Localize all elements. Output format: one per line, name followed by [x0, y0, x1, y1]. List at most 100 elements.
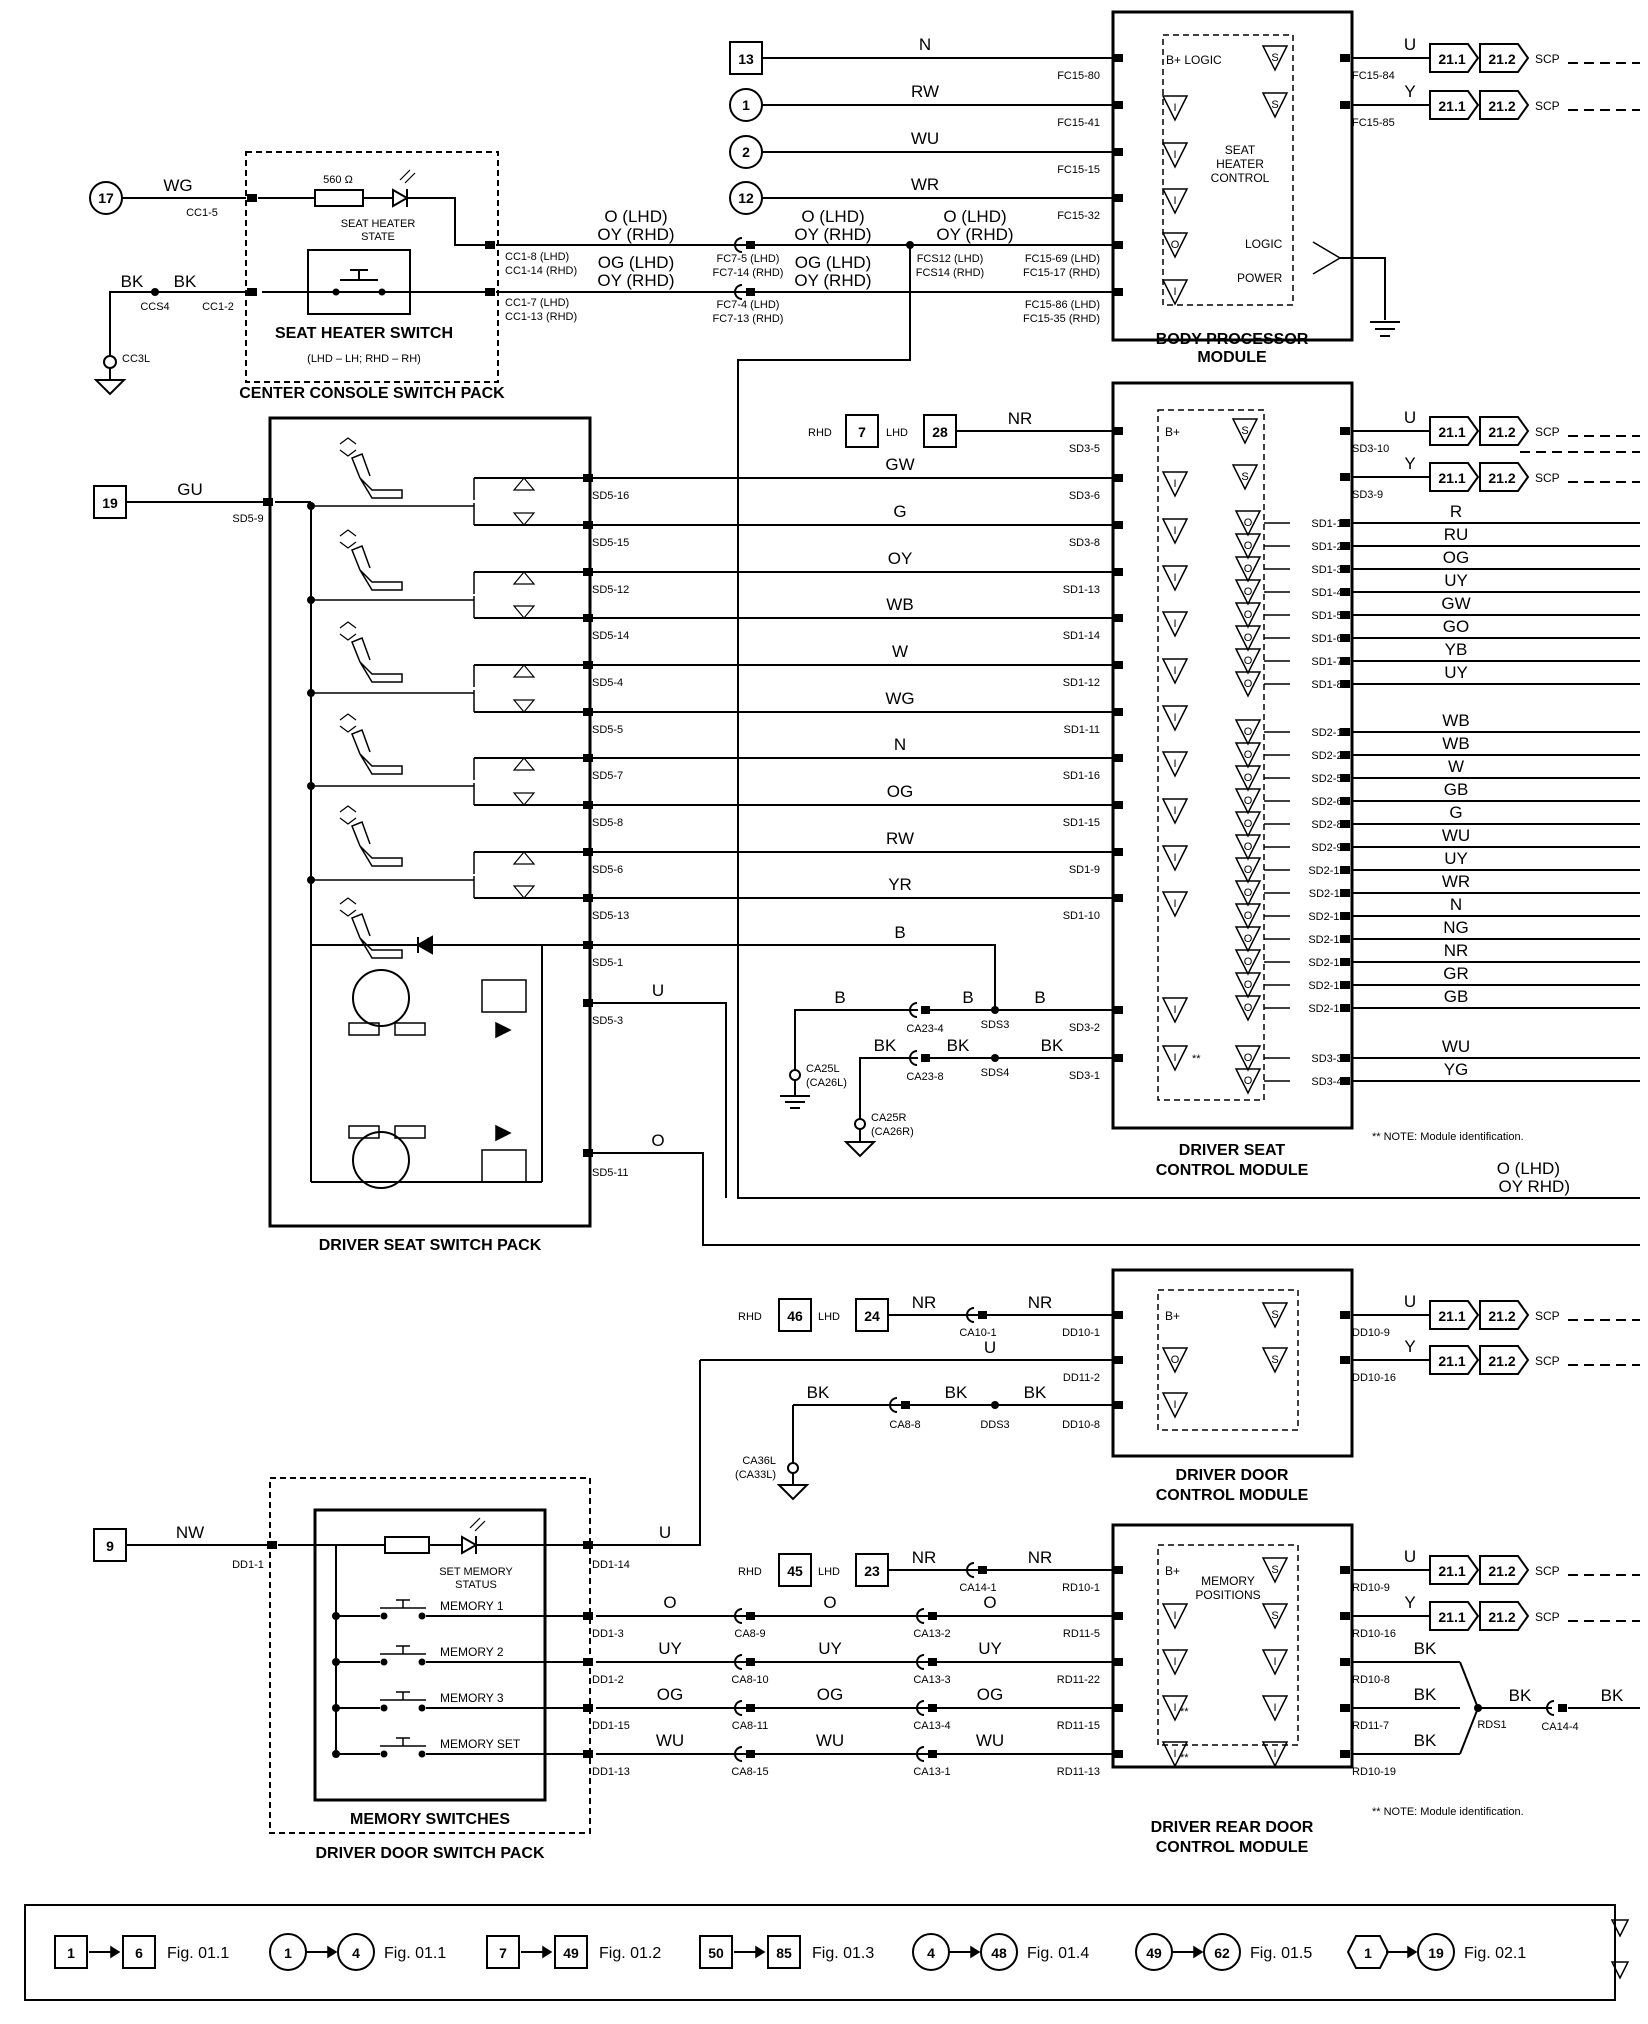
- pin-motor-output-15: [1234, 880, 1262, 907]
- motor-output-15-term: [1340, 889, 1350, 897]
- drdcm-bk-pin-2: RD10-19: [1352, 1766, 1396, 1778]
- memory-led-rays: [469, 1517, 486, 1532]
- memory-dd11: DD1-1: [232, 1559, 264, 1571]
- sd511-term: [583, 1149, 593, 1157]
- ddcm-nr-2: NR: [1028, 1293, 1053, 1312]
- bpm-heater-in-1-sym: O: [1171, 239, 1180, 251]
- legend-0-b: 6: [135, 1945, 143, 1961]
- ca36l-ground-icon: [776, 1484, 810, 1501]
- drdcm-lhd-ref-text: 23: [864, 1563, 880, 1579]
- seat-wire-6-right-pin: SD1-16: [1063, 770, 1100, 782]
- memory-u-link: [590, 1360, 701, 1546]
- drdcm-bk-tri-1: [1261, 1695, 1289, 1722]
- motor-output-16-color: N: [1450, 895, 1462, 914]
- drdcm-rhd-ref: [778, 1553, 812, 1587]
- bpm-out-0-tag-a: [1429, 43, 1480, 73]
- pin-motor-output-8-sym: O: [1244, 726, 1253, 738]
- motor-output-21-color: WU: [1442, 1037, 1470, 1056]
- drdcm-bk-term-0: [1340, 1658, 1350, 1666]
- ddsp-title: DRIVER DOOR SWITCH PACK: [315, 1845, 544, 1862]
- seat-wire-4-color: W: [892, 642, 908, 661]
- drdcm-out-0-color: U: [1404, 1547, 1416, 1566]
- body-processor-module-box: [1111, 10, 1354, 342]
- memory-row-0-color-1: O: [663, 1593, 676, 1612]
- seat-bk-1: BK: [1041, 1036, 1064, 1055]
- ddcm-in-tri-1: [1161, 1347, 1189, 1374]
- memory-row-2-d: RD11-15: [1057, 1720, 1100, 1732]
- seat-wire-4-right-term: [1113, 661, 1123, 669]
- oy-rhd-2: OY (RHD): [794, 225, 871, 244]
- seat-icon-2: [351, 637, 371, 663]
- motor-output-0-pin: SD1-1: [1311, 518, 1342, 530]
- pin-motor-output-17-sym: O: [1244, 933, 1253, 945]
- ca144-bk: BK: [1601, 1686, 1624, 1705]
- ddcm-out-0-tag-b-text: 21.2: [1488, 1308, 1515, 1324]
- legend-6-a-hex: [1346, 1935, 1390, 1969]
- bpm-out-0-pin: [1340, 54, 1350, 62]
- legend-2-b-box: [554, 1935, 588, 1969]
- memory-row-0-rterm: [1113, 1612, 1123, 1620]
- drdcm-bk-term-1: [1340, 1704, 1350, 1712]
- memory-row-3-term: [583, 1750, 593, 1758]
- seat-heater-switch-box: [307, 249, 411, 315]
- fc7b-2: FC7-13 (RHD): [713, 313, 784, 325]
- motor-output-16-pin: SD2-12: [1308, 911, 1345, 923]
- memory-row-1-tri: [1161, 1649, 1189, 1676]
- dscm-out-1-tag-a-text: 21.1: [1438, 470, 1465, 486]
- motor-output-11-pin: SD2-6: [1311, 796, 1342, 808]
- legend-5-fig: Fig. 01.5: [1250, 1945, 1312, 1962]
- motor-output-7-pin: SD1-8: [1311, 679, 1342, 691]
- pin-motor-output-9: [1234, 742, 1262, 769]
- legend-3-b-box: [767, 1935, 801, 1969]
- ca144-connector: [1546, 1700, 1555, 1716]
- legend-3-fig: Fig. 01.3: [812, 1945, 874, 1962]
- drdcm-note: ** NOTE: Module identification.: [1372, 1806, 1524, 1818]
- memory-switches-box: [313, 1508, 547, 1802]
- ca234-connector: [921, 1006, 930, 1014]
- seat-capacitor-icon-1: [481, 979, 527, 1013]
- memory-row-2-tri: [1161, 1695, 1189, 1722]
- memory-row-1-label: MEMORY 2: [440, 1645, 504, 1659]
- cc3l-label: CC3L: [122, 353, 150, 365]
- seat-icon-3: [359, 753, 403, 775]
- dscm-sd35: SD3-5: [1069, 443, 1100, 455]
- bpm-out-0-scp: SCP: [1535, 52, 1560, 66]
- drdcm-bk-color-2: BK: [1414, 1731, 1437, 1750]
- dscm-title-1: DRIVER SEAT: [1179, 1142, 1286, 1159]
- drdcm-rhd-ref-text: 45: [787, 1563, 803, 1579]
- memory-ref-text: 9: [106, 1538, 114, 1554]
- dds3-label: DDS3: [980, 1419, 1009, 1431]
- oy-rhd-5: OY (RHD): [794, 271, 871, 290]
- pin-motor-output-8: [1234, 719, 1262, 746]
- bpm-input-3-ref-text: 12: [738, 190, 754, 206]
- pin-motor-output-4: [1234, 602, 1262, 629]
- bpm-out-1-pinid: FC15-85: [1352, 117, 1395, 129]
- led-label-1: SEAT HEATER: [341, 218, 416, 230]
- seat-zener-icon-2: [495, 1124, 512, 1142]
- ca88-connector: [901, 1401, 910, 1409]
- motor-output-10-term: [1340, 774, 1350, 782]
- ca88-label: CA8-8: [889, 1419, 920, 1431]
- drdcm-note-mark-1: **: [1180, 1706, 1189, 1718]
- legend-tri-icon-1: [1610, 1919, 1630, 1938]
- ddcm-inner-block: [1157, 1289, 1299, 1431]
- bpm-out-1-color: Y: [1404, 82, 1415, 101]
- seat-wire-7-color: OG: [887, 782, 913, 801]
- bk-2: BK: [174, 272, 197, 291]
- seat-icon-0: [359, 477, 403, 499]
- fc7b-1: FC7-4 (LHD): [717, 299, 780, 311]
- legend-1-b-circle: [337, 1933, 375, 1971]
- legend-1-b: 4: [352, 1945, 360, 1961]
- legend-box: [24, 1904, 1616, 2001]
- ddcm-out-0-tag-a: [1429, 1300, 1480, 1330]
- drdcm-out-1-tag-a-text: 21.1: [1438, 1609, 1465, 1625]
- seat-wire-3-tri-sym: I: [1173, 618, 1176, 630]
- motor-output-13-term: [1340, 843, 1350, 851]
- motor-output-0-term: [1340, 519, 1350, 527]
- legend-6-a: 1: [1364, 1945, 1372, 1961]
- seat-arrow-icon-3: [339, 713, 357, 733]
- memory-row-1-contact: [418, 1658, 426, 1666]
- resistor-560: [314, 189, 364, 207]
- drdcm-out-s1: [1261, 1557, 1289, 1584]
- cc3l-ground-icon: [93, 379, 127, 396]
